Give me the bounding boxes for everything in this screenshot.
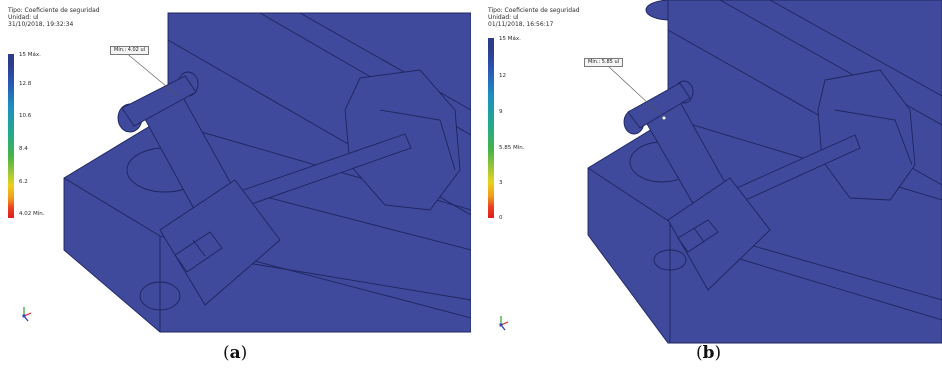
xyz-axis-triad-icon: [22, 307, 32, 322]
stress-model-a[interactable]: .edge{stroke:#1e2560;stroke-width:0.9;fi…: [0, 0, 471, 345]
panel-caption-b: (b): [696, 343, 722, 363]
color-legend-bar-b: [488, 38, 494, 218]
legend-tick-b-1: 12: [499, 73, 506, 79]
result-info-b: Tipo: Coeficiente de seguridad Unidad: u…: [488, 7, 580, 29]
xyz-axis-triad-icon: [499, 316, 509, 331]
result-unit-label: Unidad: ul: [8, 14, 39, 22]
legend-max-label-b: 15 Máx.: [499, 36, 521, 42]
legend-tick-b-4: 3: [499, 180, 503, 186]
result-type-label: Tipo: Coeficiente de seguridad: [488, 7, 580, 14]
legend-min-label-a: 4.02 Mín.: [19, 211, 45, 217]
legend-tick-a-4: 6.2: [19, 179, 28, 185]
result-info-a: Tipo: Coeficiente de seguridad Unidad: u…: [8, 7, 100, 29]
legend-tick-b-3: 5.85 Mín.: [499, 145, 525, 151]
result-type-label: Tipo: Coeficiente de seguridad: [8, 7, 100, 14]
legend-max-label-a: 15 Máx.: [19, 52, 41, 58]
viewport-panel-b[interactable]: .edge{stroke:#1e2560;stroke-width:0.9;fi…: [480, 0, 942, 363]
stress-model-b[interactable]: .edge{stroke:#1e2560;stroke-width:0.9;fi…: [480, 0, 942, 345]
disc-b: [817, 69, 916, 201]
housing-a: [159, 179, 281, 306]
legend-tick-b-5: 0: [499, 215, 503, 221]
legend-tick-b-2: 9: [499, 109, 503, 115]
min-value-callout-a[interactable]: Mín.: 4.02 ul: [110, 46, 150, 55]
min-value-callout-b[interactable]: Mín.: 5.85 ul: [584, 58, 624, 67]
result-timestamp: 01/11/2018, 16:56:17: [488, 21, 554, 29]
housing-b: [667, 177, 771, 291]
legend-tick-a-3: 8.4: [19, 146, 28, 152]
result-unit-label: Unidad: ul: [488, 14, 519, 22]
legend-tick-a-2: 10.6: [19, 113, 32, 119]
color-legend-bar-a: [8, 54, 14, 218]
viewport-panel-a[interactable]: .edge{stroke:#1e2560;stroke-width:0.9;fi…: [0, 0, 471, 363]
result-timestamp: 31/10/2018, 19:32:34: [8, 21, 74, 29]
panel-caption-a: (a): [223, 343, 248, 363]
legend-tick-a-1: 12.8: [19, 81, 32, 87]
